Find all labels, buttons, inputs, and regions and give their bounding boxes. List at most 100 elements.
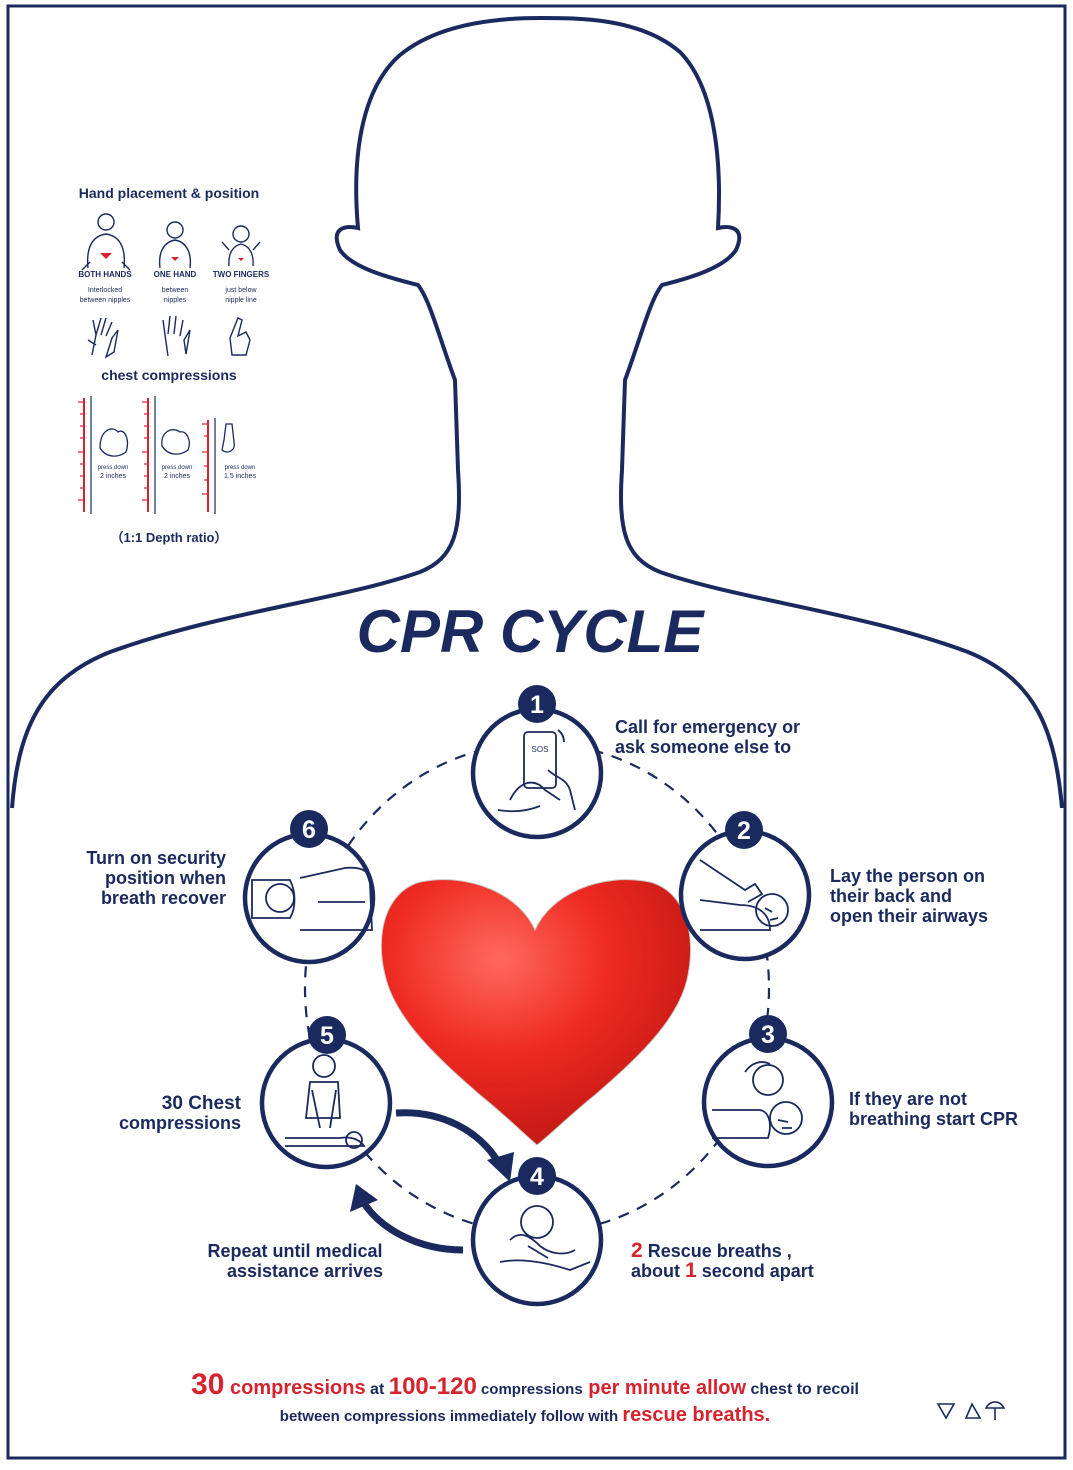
step-4-breaths-text: Rescue breaths , [643, 1241, 792, 1261]
gauge-2-line1: press down [162, 465, 193, 471]
step-3-circle [701, 1035, 835, 1169]
step-4-breaths-count: 2 [631, 1239, 643, 1262]
two-fingers-hand-icon [229, 317, 251, 356]
heart-shape [380, 879, 691, 1146]
step-4-badge [518, 1157, 556, 1195]
step-2-circle [678, 828, 812, 962]
step-5-count: 30 [162, 1093, 183, 1114]
step-5-line2: compressions [119, 1113, 241, 1133]
gauge-1-line2: 2 inches [100, 473, 127, 480]
two-fingers-infant-icon [221, 225, 261, 267]
step-6-line3: breath recover [101, 888, 226, 908]
both-hands-line2: between nipples [80, 297, 131, 304]
arrow-to-step4-head [487, 1152, 514, 1182]
recycle-icon [936, 1401, 1006, 1420]
page-border [6, 4, 1067, 1460]
step-1-badge [518, 685, 556, 723]
gauge-2-line2: 2 inches [164, 473, 191, 480]
step-4-line1: 2 Rescue breaths , [631, 1239, 792, 1262]
step-1-number: 1 [530, 691, 544, 719]
gauge-3-line1: press down [225, 465, 256, 471]
repeat-line1: Repeat until medical [207, 1241, 382, 1261]
footer-line1-segment-4: compressions [477, 1381, 583, 1398]
depth-ratio-label: （1:1 Depth ratio） [110, 530, 227, 545]
step-5-line1: 30 Chest [162, 1093, 242, 1114]
one-hand-icon [162, 315, 191, 357]
step-4-second-text: second apart [697, 1261, 814, 1281]
both-hands-line1: Interlocked [88, 287, 122, 294]
arrow-to-step5-head [350, 1184, 378, 1212]
both-hands-torso-icon [81, 213, 131, 271]
step-2-number: 2 [737, 817, 751, 845]
step-3-number: 3 [761, 1021, 775, 1049]
two-fingers-line2: nipple line [225, 297, 257, 304]
interlocked-hands-icon [87, 317, 119, 359]
phone-sos-icon [497, 729, 576, 813]
step-2-line3: open their airways [830, 906, 988, 926]
step-5-badge [308, 1016, 346, 1054]
footer-line1-segment-6: chest to recoil [746, 1381, 859, 1398]
one-hand-line1: between [162, 287, 189, 294]
step-6-number: 6 [302, 816, 316, 844]
footer-line1-segment-2: at [366, 1381, 389, 1398]
step-3-line1: If they are not [849, 1089, 967, 1109]
footer-line2-segment-1: rescue breaths. [622, 1404, 770, 1426]
chest-compressions-heading: chest compressions [101, 367, 237, 383]
step-6-line1: Turn on security [86, 848, 226, 868]
footer-line2: between compressions immediately follow … [280, 1404, 770, 1426]
arrow-to-step5 [359, 1198, 464, 1254]
step-2-badge [725, 811, 763, 849]
compression-icon [285, 1054, 366, 1149]
one-hand-torso-icon [158, 221, 192, 269]
two-fingers-line1: just below [224, 287, 257, 294]
step-5-circle [259, 1036, 393, 1170]
gauge-1-line1: press down [98, 465, 129, 471]
both-hands-label: BOTH HANDS [78, 270, 132, 279]
step-4-number: 4 [530, 1163, 544, 1191]
recovery-position-icon [251, 866, 373, 931]
both-hands-marker-icon [100, 253, 112, 259]
step-1-line2: ask someone else to [615, 737, 791, 757]
step-4-about: about [631, 1261, 685, 1281]
step-4-second-count: 1 [685, 1259, 697, 1282]
gauge-3-line2: 1.5 inches [224, 473, 256, 480]
rescue-breath-icon [499, 1205, 591, 1271]
footer-line1-segment-3: 100-120 [389, 1373, 477, 1400]
repeat-line2: assistance arrives [227, 1261, 383, 1281]
one-hand-line2: nipples [164, 297, 187, 304]
step-1-circle: SOS [470, 706, 604, 840]
step-6-badge [290, 810, 328, 848]
footer-line2-segment-0: between compressions immediately follow … [280, 1408, 623, 1425]
step-3-line2: breathing start CPR [849, 1109, 1018, 1129]
step-5-number: 5 [320, 1022, 334, 1050]
step-6-line2: position when [105, 868, 226, 888]
sos-label: SOS [532, 745, 549, 754]
footer-line1: 30 compressions at 100-120 compressions … [191, 1368, 859, 1401]
hand-placement-heading: Hand placement & position [79, 185, 259, 201]
airway-tilt-icon [699, 859, 789, 931]
one-hand-label: ONE HAND [154, 270, 197, 279]
compression-gauge-3 [202, 418, 235, 514]
step-4-circle [470, 1173, 604, 1307]
step-2-line1: Lay the person on [830, 866, 985, 886]
step-2-line2: their back and [830, 886, 952, 906]
two-fingers-marker-icon [238, 258, 244, 261]
silhouette-outline [10, 15, 1064, 809]
compression-gauge-2 [142, 396, 190, 514]
footer-line1-segment-5: per minute allow [583, 1377, 747, 1399]
footer-line1-segment-0: 30 [191, 1368, 224, 1401]
step-4-line2: about 1 second apart [631, 1259, 814, 1282]
page-title: CPR CYCLE [357, 598, 706, 665]
step-3-badge [749, 1015, 787, 1053]
footer-line1-segment-1: compressions [224, 1377, 365, 1399]
breath-check-icon [712, 1061, 803, 1139]
step-1-line1: Call for emergency or [615, 717, 800, 737]
step-6-circle [242, 831, 376, 965]
two-fingers-label: TWO FINGERS [213, 270, 270, 279]
compression-gauge-1 [78, 396, 129, 514]
one-hand-marker-icon [171, 257, 179, 261]
step-5-chest: Chest [183, 1093, 242, 1114]
arrow-to-step4 [395, 1109, 504, 1167]
